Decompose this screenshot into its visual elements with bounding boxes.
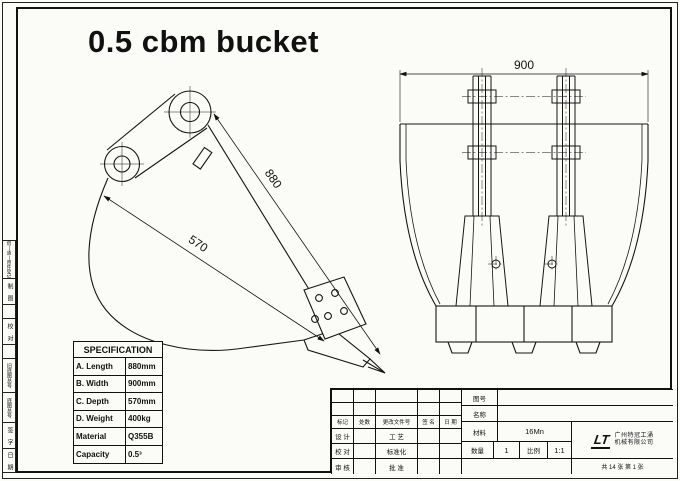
- left-margin-block: 借(通)用件登记 制 图 校 对 旧底图总号 底图总号 签 字 日 期: [2, 240, 16, 473]
- role-cell-empty: [417, 443, 439, 458]
- quantity-value: 1: [493, 441, 519, 458]
- rev-cell-empty: [375, 402, 417, 415]
- dim-depth-label: 570: [186, 232, 211, 255]
- margin-cell-empty: [2, 304, 16, 318]
- role-standardize-label: 标准化: [375, 443, 417, 458]
- rev-cell-empty: [439, 402, 461, 415]
- spec-label: Material: [74, 428, 126, 445]
- name-label: 名称: [461, 405, 497, 421]
- spec-value: 880mm: [128, 361, 156, 371]
- drawing-no-label: 图号: [461, 389, 497, 405]
- role-cell-empty: [417, 458, 439, 474]
- rev-header-mark: 标记: [331, 415, 353, 428]
- spec-value: 0.5³: [128, 449, 142, 459]
- material-label: 材料: [461, 421, 497, 441]
- spec-label: D. Weight: [74, 410, 126, 427]
- rev-cell-empty: [417, 402, 439, 415]
- spec-label: C. Depth: [74, 393, 126, 410]
- role-cell-empty: [417, 428, 439, 443]
- info-cell-empty: [461, 458, 571, 474]
- spec-label: A. Length: [74, 358, 126, 375]
- spec-label: B. Width: [74, 375, 126, 392]
- company-logo: LT: [590, 431, 612, 449]
- bucket-side-view-drawing: 880 570: [88, 86, 386, 374]
- role-design-label: 设 计: [331, 428, 353, 443]
- margin-label: 签 字: [6, 426, 12, 445]
- role-cell-empty: [439, 458, 461, 474]
- role-process-label: 工 艺: [375, 428, 417, 443]
- margin-cell-checked: 校 对: [2, 318, 16, 344]
- spec-header: SPECIFICATION: [74, 342, 162, 358]
- margin-cell-old-master-no: 旧底图总号: [2, 358, 16, 392]
- role-cell-empty: [353, 458, 375, 474]
- spec-value: 400kg: [128, 414, 151, 424]
- name-value: [497, 405, 673, 421]
- material-value: 16Mn: [497, 421, 571, 441]
- rev-cell-empty: [375, 389, 417, 402]
- scale-value: 1:1: [547, 441, 571, 458]
- company-name-line1: 广州特冠工涌: [614, 432, 654, 439]
- rev-cell-empty: [353, 389, 375, 402]
- rev-cell-empty: [331, 402, 353, 415]
- rev-cell-empty: [331, 389, 353, 402]
- role-cell-empty: [353, 443, 375, 458]
- spec-value: Q355B: [128, 431, 154, 441]
- rev-cell-empty: [439, 389, 461, 402]
- margin-cell-date: 日 期: [2, 448, 16, 473]
- margin-cell-empty: [2, 344, 16, 358]
- spec-value: 570mm: [128, 396, 156, 406]
- role-approve-label: 批 准: [375, 458, 417, 474]
- margin-label: 日 期: [6, 451, 12, 470]
- role-cell-empty: [353, 428, 375, 443]
- rev-header-date: 日 期: [439, 415, 461, 428]
- margin-label: 旧底图总号: [6, 363, 12, 388]
- role-check-label: 校 对: [331, 443, 353, 458]
- margin-cell-drawn: 制 图: [2, 278, 16, 304]
- role-audit-label: 审 核: [331, 458, 353, 474]
- company-logo-box: LT 广州特冠工涌 机械有限公司: [571, 421, 673, 458]
- company-name-line2: 机械有限公司: [614, 440, 654, 446]
- spec-value: 900mm: [128, 379, 156, 389]
- rev-header-change-doc: 更改文件号: [375, 415, 417, 428]
- dim-width-label: 900: [514, 58, 534, 72]
- rev-cell-empty: [353, 402, 375, 415]
- role-cell-empty: [439, 443, 461, 458]
- scale-label: 比例: [519, 441, 547, 458]
- drawing-no-value: [497, 389, 673, 405]
- margin-cell-master-no: 底图总号: [2, 392, 16, 422]
- drawing-title: 0.5 cbm bucket: [88, 24, 319, 59]
- sheet-info: 共 14 张 第 1 张: [571, 458, 673, 474]
- rev-cell-empty: [417, 389, 439, 402]
- title-block: 标记 处数 更改文件号 签 名 日 期 设 计 工 艺 校 对 标准化 审 核 …: [330, 388, 673, 474]
- margin-label: 底图总号: [6, 397, 12, 418]
- margin-label: 借(通)用件登记: [7, 241, 12, 278]
- quantity-label: 数量: [461, 441, 493, 458]
- role-cell-empty: [439, 428, 461, 443]
- margin-label: 校 对: [6, 322, 12, 341]
- margin-cell-parts-register: 借(通)用件登记: [2, 240, 16, 278]
- company-name: 广州特冠工涌 机械有限公司: [614, 433, 653, 448]
- rev-header-signature: 签 名: [417, 415, 439, 428]
- margin-label: 制 图: [6, 282, 12, 301]
- rev-header-count: 处数: [353, 415, 375, 428]
- bucket-front-view-drawing: 900: [399, 58, 649, 354]
- margin-cell-signature: 签 字: [2, 422, 16, 448]
- spec-label: Capacity: [74, 445, 126, 463]
